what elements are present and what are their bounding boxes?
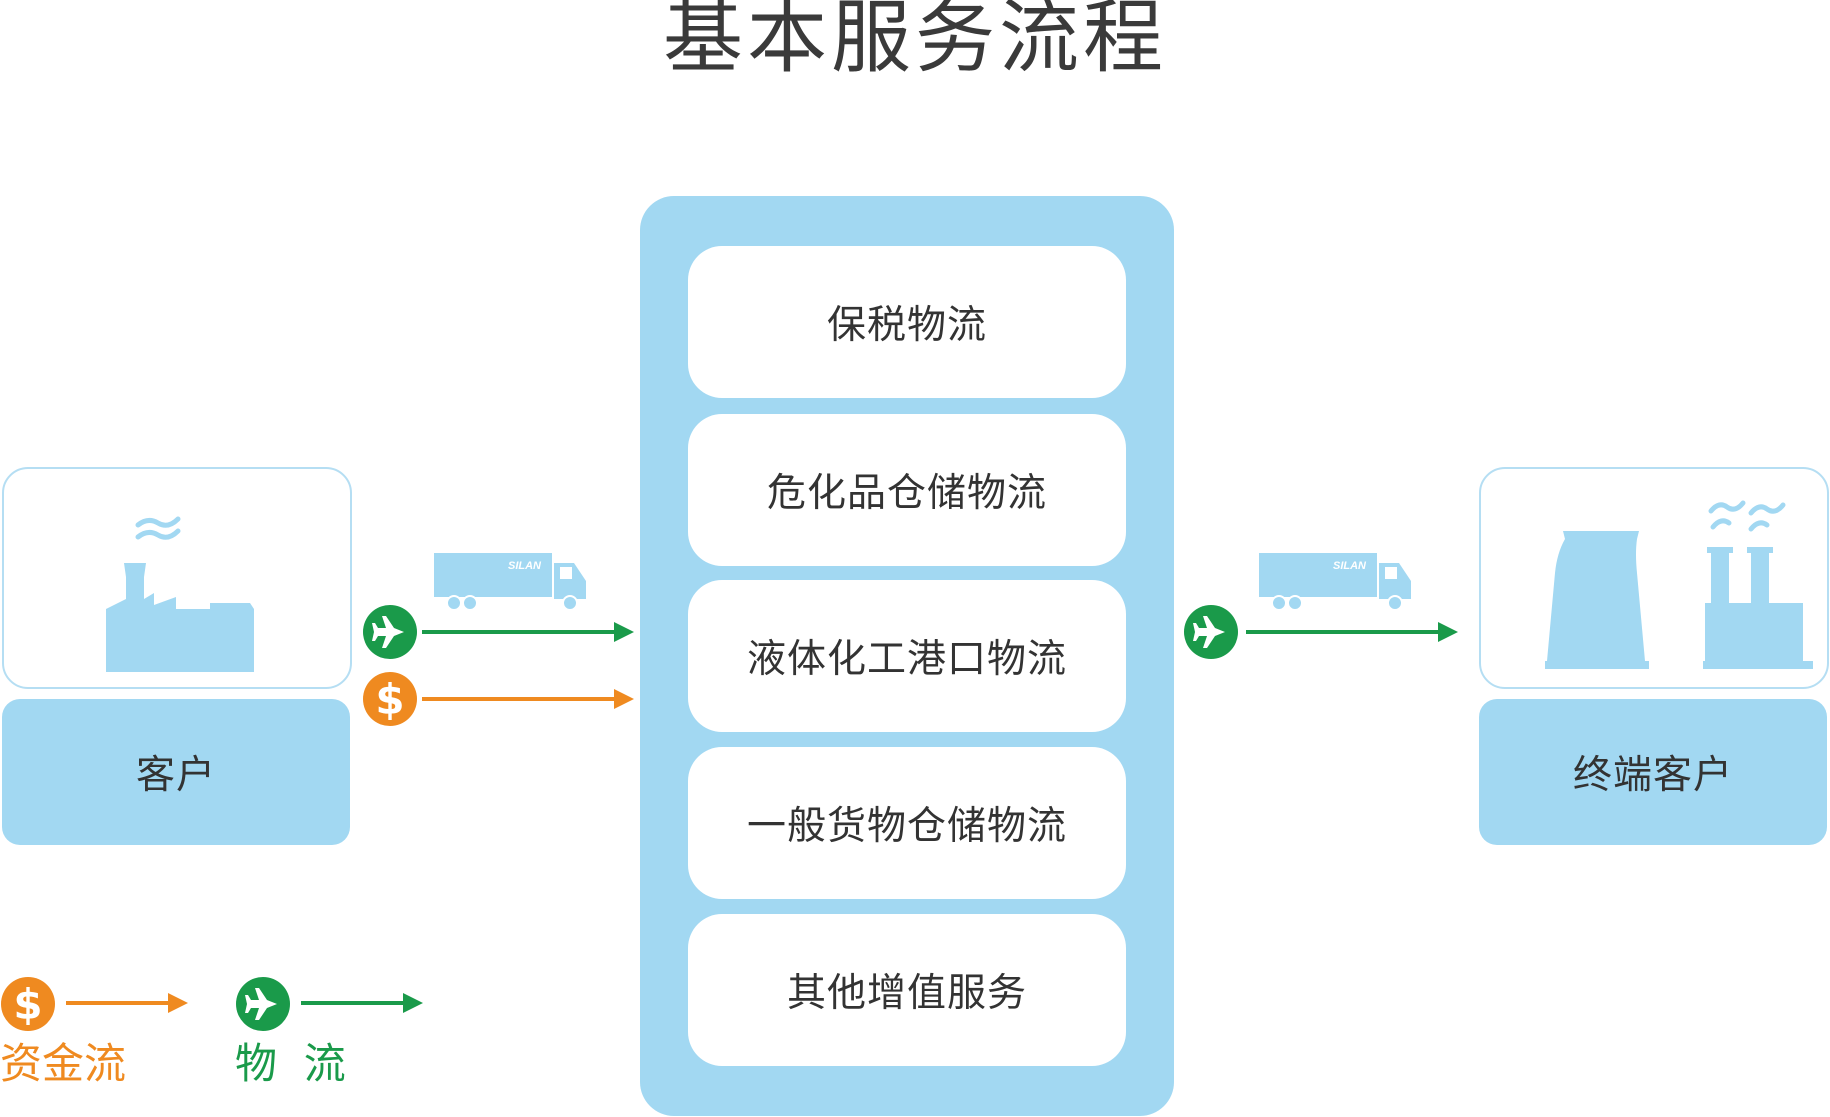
end-customer-image-card bbox=[1479, 467, 1829, 689]
logistics-arrow bbox=[1246, 622, 1458, 642]
legend-money-arrow bbox=[66, 993, 188, 1013]
factory-icon bbox=[106, 516, 254, 672]
truck-logo-text: SILAN bbox=[1333, 560, 1367, 572]
service-liquid-chemical-port: 液体化工港口物流 bbox=[688, 580, 1126, 732]
service-hazardous-storage: 危化品仓储物流 bbox=[688, 414, 1126, 566]
services-panel: 保税物流 危化品仓储物流 液体化工港口物流 一般货物仓储物流 其他增值服务 bbox=[640, 196, 1174, 1116]
legend-airplane-icon bbox=[236, 977, 290, 1031]
airplane-icon bbox=[363, 605, 417, 659]
airplane-icon bbox=[1184, 605, 1238, 659]
end-customer-label-card: 终端客户 bbox=[1479, 699, 1827, 845]
page-title: 基本服务流程 bbox=[663, 0, 1167, 84]
svg-text:$: $ bbox=[13, 980, 42, 1029]
service-general-storage: 一般货物仓储物流 bbox=[688, 747, 1126, 899]
truck-icon: SILAN bbox=[1259, 553, 1411, 611]
service-value-added: 其他增值服务 bbox=[688, 914, 1126, 1066]
customer-image-card bbox=[2, 467, 352, 689]
legend-dollar-icon: $ bbox=[1, 977, 55, 1031]
svg-text:$: $ bbox=[375, 675, 404, 724]
service-bonded-logistics: 保税物流 bbox=[688, 246, 1126, 398]
legend-logistics-label: 物 流 bbox=[235, 1039, 346, 1088]
logistics-arrow bbox=[422, 622, 634, 642]
power-plant-icon bbox=[1545, 500, 1813, 669]
truck-icon: SILAN bbox=[434, 553, 586, 611]
dollar-icon: $ bbox=[363, 672, 417, 726]
money-arrow bbox=[422, 689, 634, 709]
legend-money-label: 资金流 bbox=[0, 1039, 127, 1088]
truck-logo-text: SILAN bbox=[508, 560, 542, 572]
legend-logistics-arrow bbox=[301, 993, 423, 1013]
customer-label-card: 客户 bbox=[2, 699, 350, 845]
